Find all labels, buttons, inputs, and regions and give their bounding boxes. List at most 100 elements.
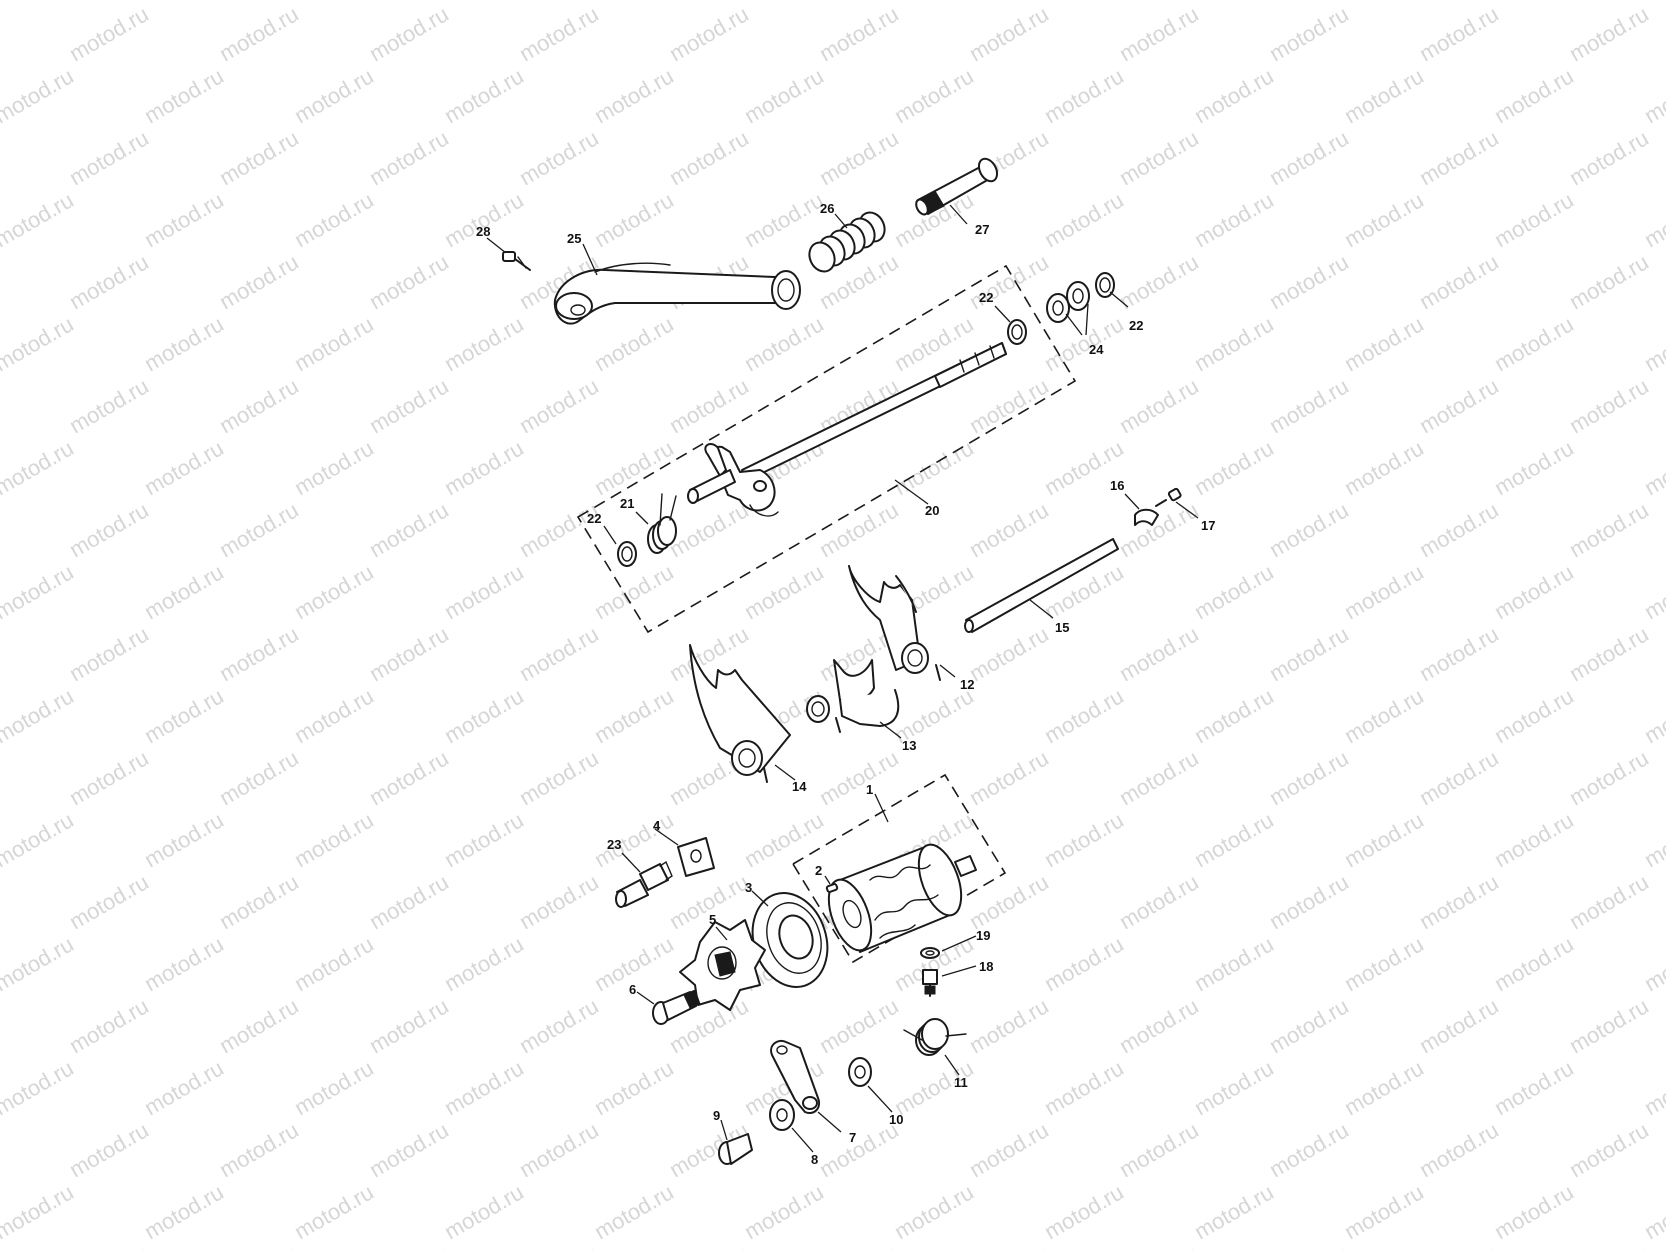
watermark-text: motod.ru [1265,249,1353,314]
watermark-text: motod.ru [515,373,603,438]
bearing-3 [751,892,829,988]
pivot-bolt-27 [915,157,999,216]
shift-fork-13 [806,659,900,733]
watermark-text: motod.ru [1415,125,1503,190]
watermark-text: motod.ru [1340,187,1428,252]
bolt-6 [652,989,701,1025]
watermark-text: motod.ru [1415,869,1503,934]
watermark-text: motod.ru [1565,745,1653,810]
watermark-text: motod.ru [965,497,1053,562]
watermark-text: motod.ru [365,1241,453,1250]
watermark-text: motod.ru [740,187,828,252]
watermark-text: motod.ru [515,993,603,1058]
watermark-text: motod.ru [215,993,303,1058]
watermark-text: motod.ru [740,1179,828,1244]
callout-25: 25 [567,231,581,246]
watermark-text: motod.ru [365,249,453,314]
watermark-text: motod.ru [290,63,378,128]
watermark-text: motod.ru [0,1179,78,1244]
washers-24 [1046,281,1090,336]
callout-11: 11 [954,1075,968,1090]
watermark-text: motod.ru [1190,311,1278,376]
watermark-text: motod.ru [140,435,228,500]
watermark-text: motod.ru [440,187,528,252]
callout-5: 5 [709,912,716,927]
watermark-text: motod.ru [1115,373,1203,438]
neutral-switch-23 [615,860,673,908]
watermark-text: motod.ru [1415,497,1503,562]
callout-22-upper: 22 [979,290,993,305]
callout-15: 15 [1055,620,1069,635]
watermark-text: motod.ru [365,373,453,438]
watermark-text: motod.ru [0,0,78,4]
watermark-text: motod.ru [1640,683,1666,748]
stopper-arm-7 [770,1039,820,1114]
bolt-18 [922,969,938,997]
watermark-text: motod.ru [740,0,828,4]
watermark-text: motod.ru [65,497,153,562]
callout-14: 14 [792,779,807,794]
watermark-text: motod.ru [215,373,303,438]
watermark-text: motod.ru [1640,187,1666,252]
watermark-text: motod.ru [515,869,603,934]
watermark-text: motod.ru [1565,993,1653,1058]
watermark-text: motod.ru [215,1117,303,1182]
watermark-text: motod.ru [0,1,3,66]
shift-pedal-25 [553,262,801,325]
watermark-text: motod.ru [815,1241,903,1250]
spring-26 [808,211,886,273]
watermark-text: motod.ru [1040,1055,1128,1120]
watermark-text: motod.ru [1190,435,1278,500]
watermark-text: motod.ru [140,187,228,252]
watermark-text: motod.ru [65,373,153,438]
watermark-text: motod.ru [365,869,453,934]
watermark-text: motod.ru [1490,1179,1578,1244]
watermark-text: motod.ru [740,63,828,128]
watermark-text: motod.ru [1265,125,1353,190]
watermark-text: motod.ru [0,931,78,996]
watermark-text: motod.ru [0,63,78,128]
shift-fork-14 [689,644,791,783]
watermark-text: motod.ru [0,993,3,1058]
watermark-text: motod.ru [1190,1055,1278,1120]
watermark-text: motod.ru [1340,0,1428,4]
callout-12: 12 [960,677,974,692]
watermark-text: motod.ru [1490,931,1578,996]
watermark-text: motod.ru [140,63,228,128]
watermark-text: motod.ru [290,0,378,4]
watermark-text: motod.ru [140,1179,228,1244]
watermark-text: motod.ru [1565,869,1653,934]
callout-20: 20 [925,503,939,518]
watermark-text: motod.ru [965,745,1053,810]
watermark-text: motod.ru [1190,931,1278,996]
watermark-text: motod.ru [0,807,78,872]
watermark-text: motod.ru [365,621,453,686]
watermark-text: motod.ru [665,125,753,190]
washer-10 [848,1057,872,1087]
watermark-text: motod.ru [290,683,378,748]
callout-8: 8 [811,1152,818,1167]
watermark-text: motod.ru [1640,1179,1666,1244]
watermark-text: motod.ru [1340,683,1428,748]
watermark-text: motod.ru [0,311,78,376]
watermark-text: motod.ru [365,125,453,190]
watermark-text: motod.ru [1115,993,1203,1058]
watermark-text: motod.ru [1415,621,1503,686]
watermark-text: motod.ru [815,497,903,562]
watermark-text: motod.ru [1265,745,1353,810]
watermark-text: motod.ru [590,187,678,252]
watermark-text: motod.ru [740,559,828,624]
watermark-text: motod.ru [140,931,228,996]
callout-22-left: 22 [587,511,601,526]
watermark-text: motod.ru [65,869,153,934]
watermark-text: motod.ru [365,1117,453,1182]
callout-22-right: 22 [1129,318,1143,333]
shift-shaft-assembly-outline [576,264,1077,634]
watermark-text: motod.ru [290,187,378,252]
callout-28: 28 [476,224,490,239]
watermark-text: motod.ru [515,497,603,562]
watermark-text: motod.ru [65,1,153,66]
watermark-text: motod.ru [1115,497,1203,562]
watermark-text: motod.ru [0,373,3,438]
